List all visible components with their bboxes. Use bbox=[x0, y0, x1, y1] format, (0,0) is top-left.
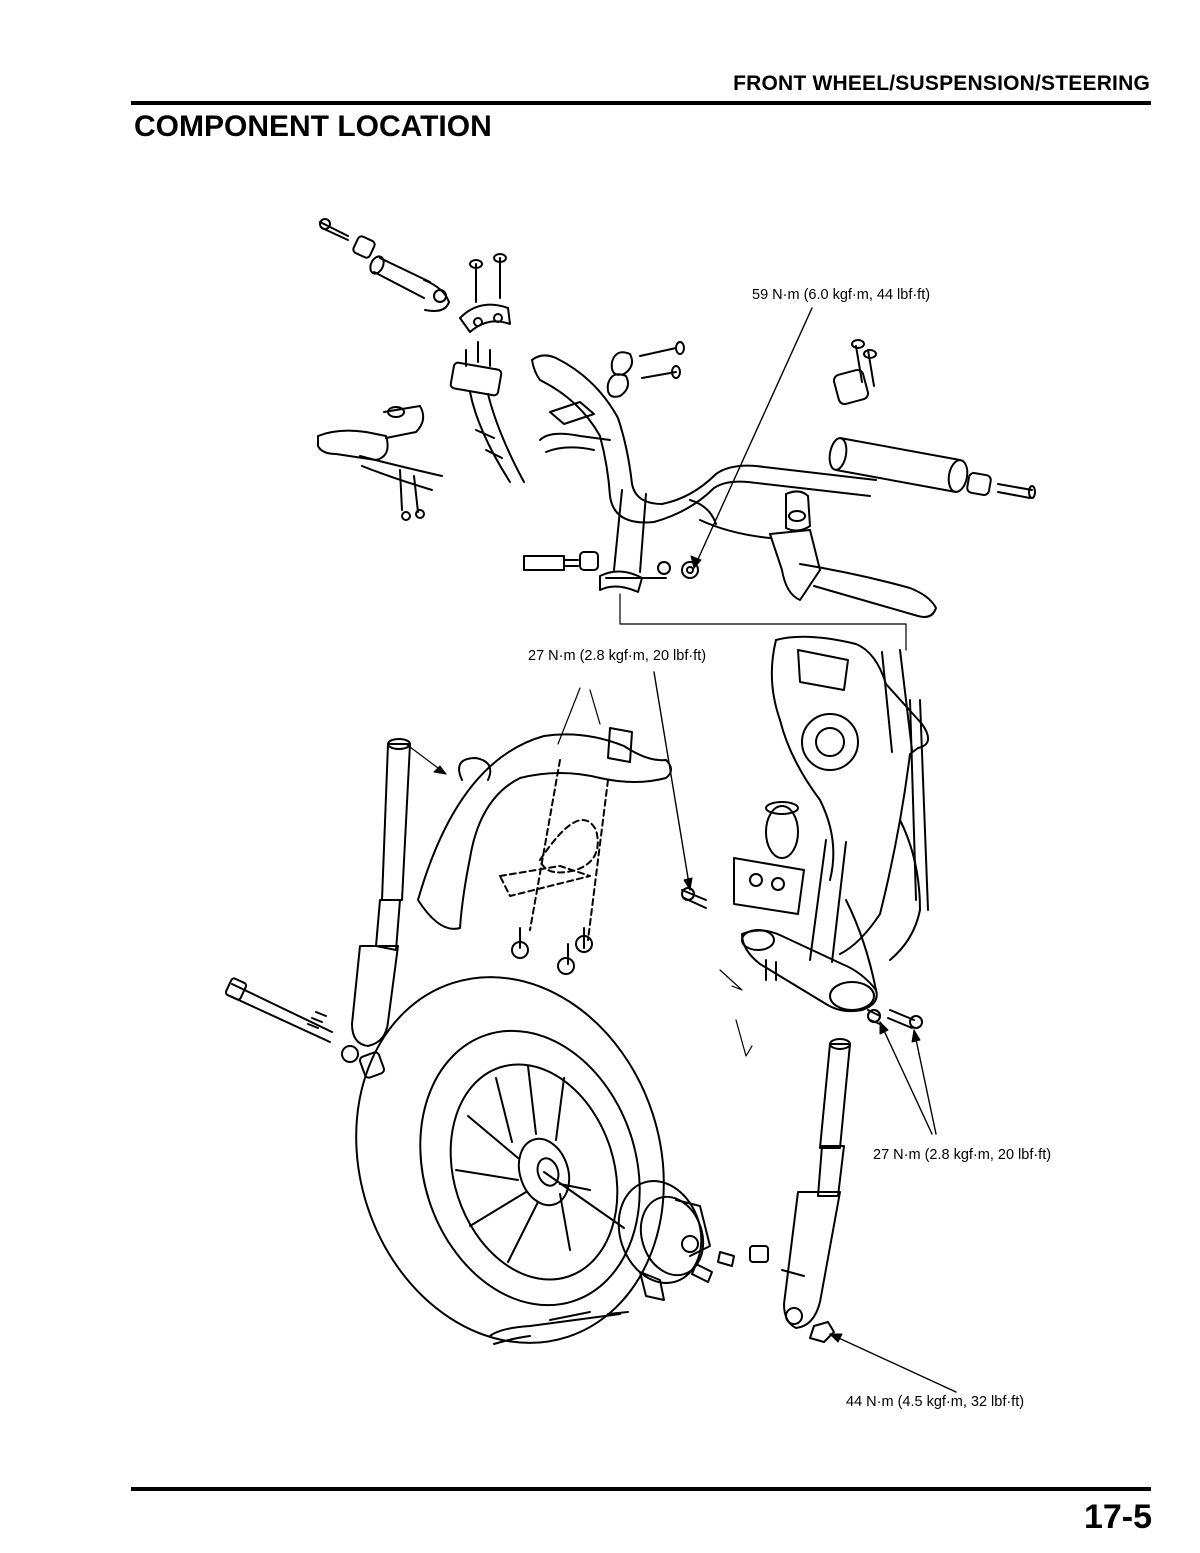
torque-callout-fork-pinch-upper: 27 N·m (2.8 kgf·m, 20 lbf·ft) bbox=[528, 648, 707, 664]
bottom-bridge bbox=[741, 929, 923, 1029]
throttle-housing-lower bbox=[449, 341, 525, 483]
handlebar-mount-hardware bbox=[523, 551, 699, 579]
torque-callout-axle-nut: 44 N·m (4.5 kgf·m, 32 lbf·ft) bbox=[846, 1394, 1025, 1410]
footer-rule bbox=[131, 1487, 1151, 1491]
page-title: COMPONENT LOCATION bbox=[134, 110, 492, 143]
torque-callout-fork-pinch-lower: 27 N·m (2.8 kgf·m, 20 lbf·ft) bbox=[873, 1147, 1052, 1163]
handlebar-holder-bolts bbox=[606, 341, 685, 398]
left-grip-assembly bbox=[319, 218, 511, 333]
front-wheel bbox=[355, 976, 665, 1344]
brake-panel bbox=[617, 1180, 769, 1301]
left-fork bbox=[224, 738, 411, 1079]
torque-callout-handlebar-nut: 59 N·m (6.0 kgf·m, 44 lbf·ft) bbox=[752, 287, 931, 303]
right-fork bbox=[781, 1038, 851, 1343]
page-number: 17-5 bbox=[1083, 1498, 1152, 1536]
right-switch-housing bbox=[832, 339, 877, 406]
front-fender bbox=[417, 727, 672, 975]
right-brake-lever bbox=[689, 490, 937, 618]
front-brake-cable bbox=[489, 1311, 629, 1345]
section-title: FRONT WHEEL/SUSPENSION/STEERING bbox=[733, 72, 1150, 95]
handlebar bbox=[531, 354, 1036, 593]
header-rule bbox=[131, 101, 1151, 105]
steering-stem-frame bbox=[733, 635, 929, 991]
wire-bracket bbox=[539, 401, 611, 453]
left-brake-lever bbox=[317, 405, 443, 521]
